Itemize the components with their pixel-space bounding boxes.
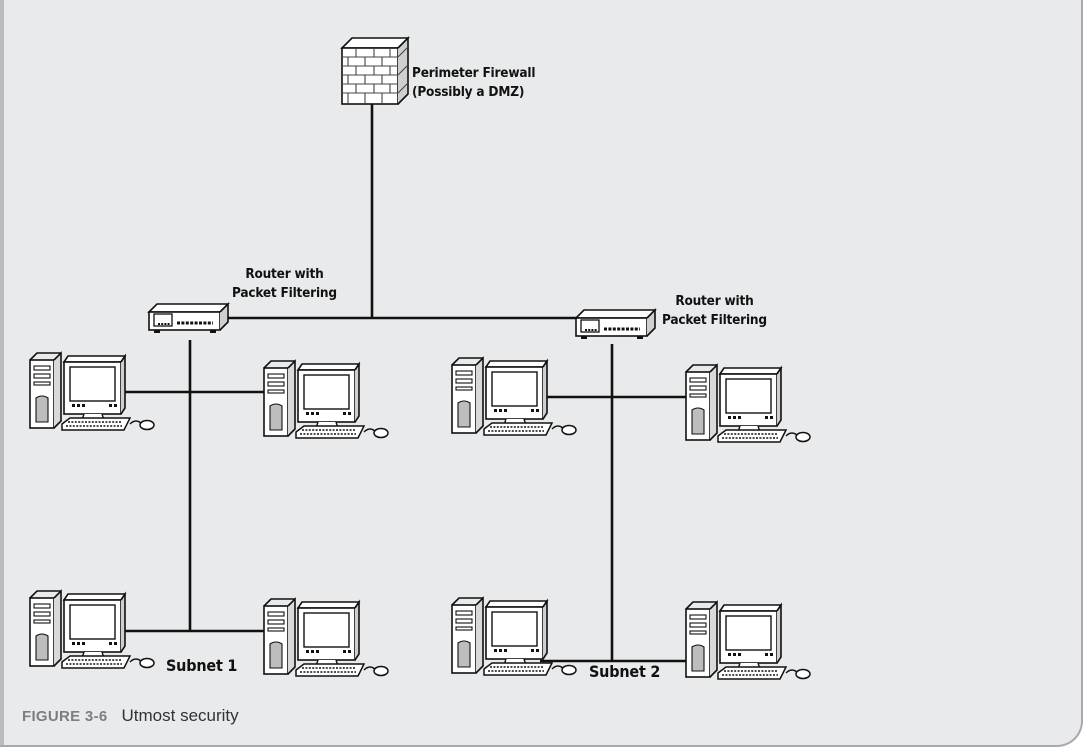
router-right-label-line2: Packet Filtering [662,312,767,328]
router-left-label-line2: Packet Filtering [232,285,337,301]
figure-number: FIGURE 3-6 [22,708,108,725]
router-right-icon [574,308,657,341]
router-left-label-line1: Router with [245,266,324,282]
router-right-label: Router with Packet Filtering [662,292,767,330]
workstation-subnet2-top-right [685,364,811,443]
subnet1-label: Subnet 1 [166,656,238,675]
workstation-subnet1-bottom-right [263,598,389,677]
network-links [118,96,688,663]
workstation-subnet2-bottom-left [451,597,577,676]
router-right-label-line1: Router with [675,293,754,309]
figure-caption: FIGURE 3-6 Utmost security [22,706,239,726]
figure-left-rule [0,0,4,745]
workstation-subnet2-bottom-right [685,601,811,680]
router-left-icon [147,302,230,335]
firewall-label-line1: Perimeter Firewall [412,65,536,81]
firewall-icon [340,36,410,105]
figure-caption-text: Utmost security [121,706,239,725]
firewall-label: Perimeter Firewall (Possibly a DMZ) [412,64,535,102]
subnet2-label: Subnet 2 [589,662,661,681]
firewall-label-line2: (Possibly a DMZ) [412,84,525,100]
router-left-label: Router with Packet Filtering [232,265,337,303]
workstation-subnet1-top-right [263,360,389,439]
workstation-subnet1-bottom-left [29,590,155,669]
